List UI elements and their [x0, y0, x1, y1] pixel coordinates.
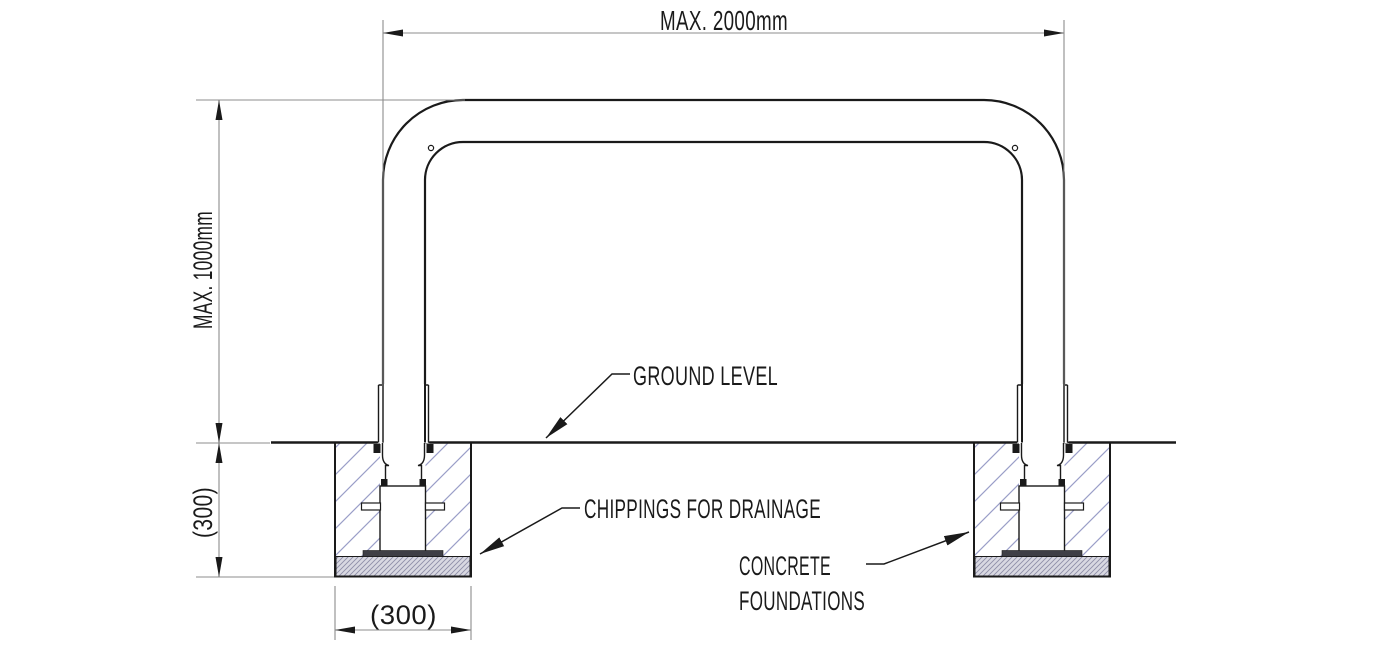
callout-concrete-foundations: CONCRETE FOUNDATIONS [739, 531, 970, 616]
concrete-foundations-label-line2: FOUNDATIONS [739, 586, 865, 616]
hoop-outer-edge [381, 98, 1066, 443]
right-ground-sleeve [1016, 383, 1069, 444]
chippings-leader [479, 507, 580, 555]
width-extension-lines [382, 20, 1065, 442]
callout-chippings: CHIPPINGS FOR DRAINAGE [479, 494, 821, 555]
hoop-barrier [381, 98, 1066, 443]
right-drain-hole [1011, 144, 1019, 152]
hoop-fill [383, 100, 1064, 443]
ground-level-leader [545, 373, 630, 439]
ground-level-label: GROUND LEVEL [633, 361, 778, 391]
width-dimension-label: MAX. 2000mm [660, 5, 788, 36]
chippings-label: CHIPPINGS FOR DRAINAGE [584, 494, 821, 524]
callout-ground-level: GROUND LEVEL [545, 361, 778, 439]
left-drain-hole [427, 144, 435, 152]
concrete-foundations-label-line1: CONCRETE [739, 551, 831, 581]
concrete-foundations-leader [866, 531, 970, 565]
hoop-inner-edge [423, 140, 1024, 443]
left-ground-sleeve [377, 383, 430, 444]
dimension-overall-height: MAX. 1000mm (300) [188, 99, 465, 578]
dimension-overall-width: MAX. 2000mm [382, 5, 1065, 442]
foundation-width-dimension-label: (300) [370, 600, 437, 630]
left-concrete-foundation [334, 441, 472, 578]
depth-dimension-label: (300) [188, 487, 218, 538]
dimension-foundation-width: (300) [334, 586, 472, 640]
height-dimension-label: MAX. 1000mm [188, 211, 218, 329]
right-concrete-foundation [973, 441, 1111, 578]
